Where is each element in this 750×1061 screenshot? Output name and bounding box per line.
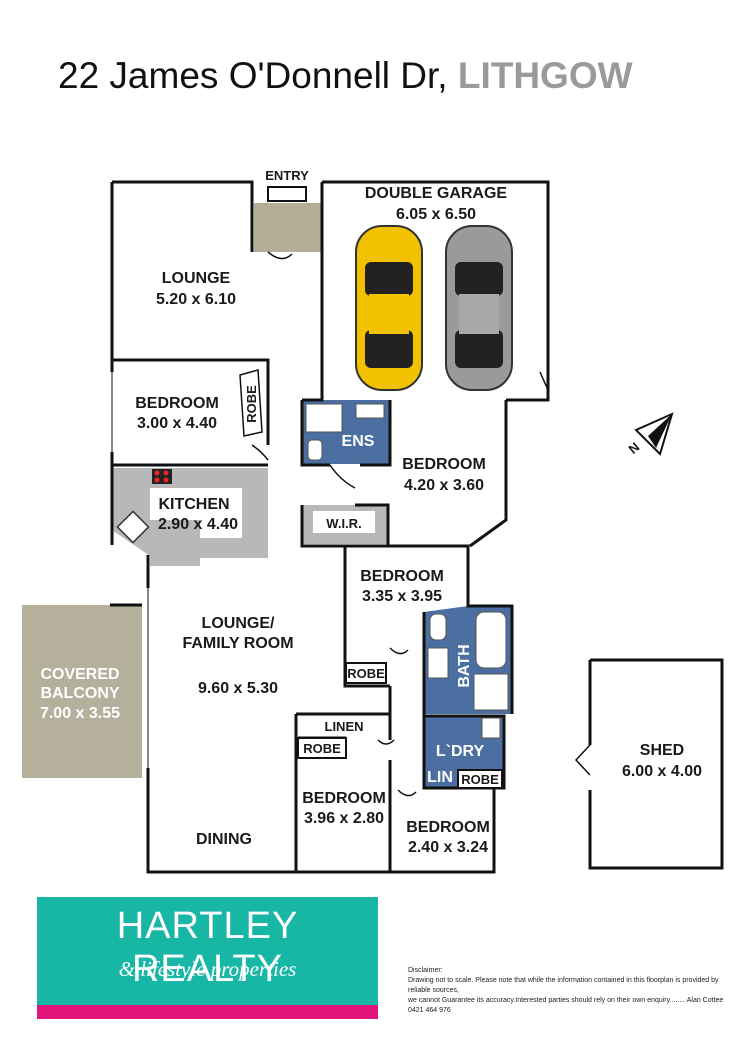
- bedroom3-label: BEDROOM: [360, 568, 444, 585]
- family-label-1: LOUNGE/: [202, 615, 275, 632]
- north-label: N: [626, 439, 643, 457]
- wir-label: W.I.R.: [326, 516, 361, 531]
- agency-logo: HARTLEY REALTY & lifestyle properties: [37, 897, 378, 1019]
- disclaimer: Disclaimer: Drawing not to scale. Please…: [408, 966, 738, 1016]
- agency-name: HARTLEY REALTY: [116, 905, 299, 990]
- bedroom3-size: 3.35 x 3.95: [362, 588, 442, 605]
- disclaimer-line-1: Drawing not to scale. Please note that w…: [408, 977, 719, 994]
- address-text: 22 James O'Donnell Dr,: [58, 55, 448, 96]
- kitchen-bench: [112, 468, 268, 566]
- garage-size: 6.05 x 6.50: [396, 206, 476, 223]
- shed-size: 6.00 x 4.00: [622, 763, 702, 780]
- north-arrow-icon: N: [626, 412, 674, 457]
- disclaimer-line-2: we cannot Guarantee its accuracy.Interes…: [408, 997, 724, 1014]
- bedroom5-size: 2.40 x 3.24: [408, 839, 488, 856]
- robe3-label: ROBE: [347, 666, 385, 681]
- entry-label: ENTRY: [265, 168, 309, 183]
- balcony-label-1: COVERED: [40, 666, 119, 683]
- car-grey-icon: [445, 225, 513, 391]
- lin-label: LIN: [427, 769, 453, 786]
- bedroom4-size: 3.96 x 2.80: [304, 810, 384, 827]
- family-label-2: FAMILY ROOM: [182, 635, 293, 652]
- bedroom1-size: 3.00 x 4.40: [137, 415, 217, 432]
- shed-label: SHED: [640, 742, 684, 759]
- bedroom2-label: BEDROOM: [402, 456, 486, 473]
- kitchen-label: KITCHEN: [158, 496, 229, 513]
- city-text: LITHGOW: [457, 55, 633, 96]
- balcony-size: 7.00 x 3.55: [40, 705, 120, 722]
- family-size: 9.60 x 5.30: [198, 680, 278, 697]
- balcony-label-2: BALCONY: [40, 685, 119, 702]
- bedroom1-label: BEDROOM: [135, 395, 219, 412]
- linen-label: LINEN: [325, 719, 364, 734]
- robe5-label: ROBE: [461, 772, 499, 787]
- walls: [110, 180, 724, 874]
- bath-label: BATH: [456, 644, 473, 687]
- ens-label: ENS: [342, 433, 375, 450]
- kitchen-size: 2.90 x 4.40: [158, 516, 238, 533]
- robe1-label: ROBE: [244, 385, 259, 423]
- disclaimer-title: Disclaimer:: [408, 967, 443, 974]
- page-title: 22 James O'Donnell Dr, LITHGOW: [58, 52, 633, 100]
- bedroom4-label: BEDROOM: [302, 790, 386, 807]
- lounge-size: 5.20 x 6.10: [156, 291, 236, 308]
- entry-area: [254, 203, 322, 252]
- bedroom2-size: 4.20 x 3.60: [404, 477, 484, 494]
- robe4-label: ROBE: [303, 741, 341, 756]
- garage-label: DOUBLE GARAGE: [365, 185, 508, 202]
- bedroom5-label: BEDROOM: [406, 819, 490, 836]
- laundry-label: L`DRY: [436, 743, 485, 760]
- agency-tagline: & lifestyle properties: [118, 957, 297, 981]
- logo-accent-bar: [37, 1005, 378, 1019]
- balcony-area: [22, 605, 142, 778]
- dining-label: DINING: [196, 831, 252, 848]
- car-yellow-icon: [355, 225, 423, 391]
- lounge-label: LOUNGE: [162, 270, 231, 287]
